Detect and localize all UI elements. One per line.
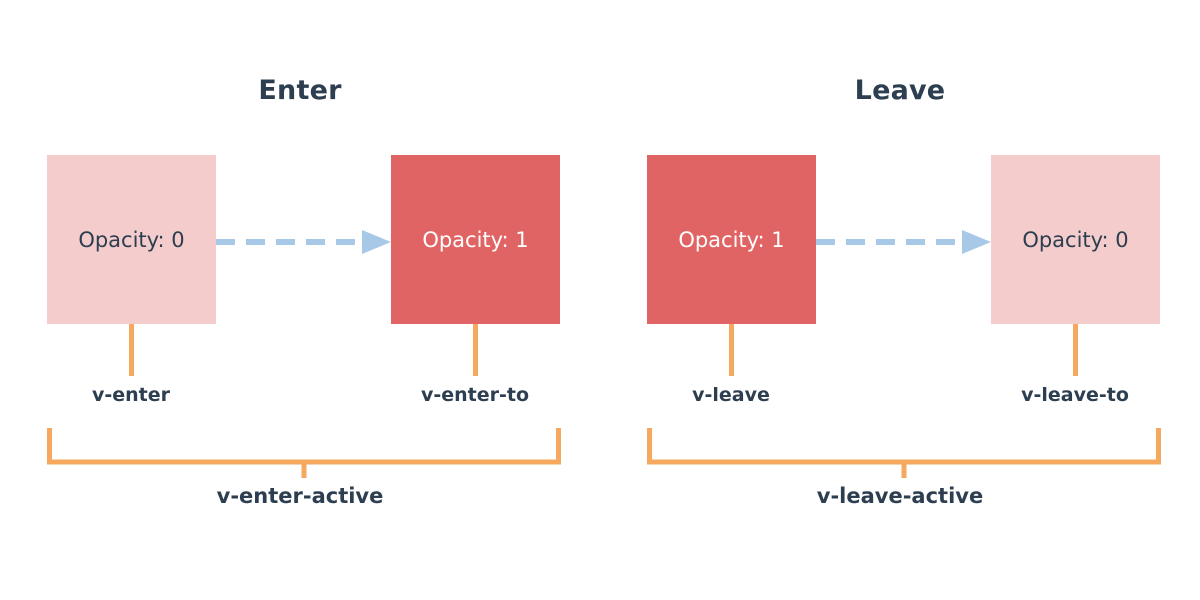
panel-enter: Enter Opacity: 0 Opacity: 1 v-enter v-en…	[44, 75, 564, 508]
enter-from-tick	[129, 324, 134, 376]
panel-title-leave: Leave	[854, 75, 946, 106]
leave-from-class-label: v-leave	[692, 384, 770, 406]
enter-to-box: Opacity: 1	[391, 155, 560, 324]
leave-from-tick	[729, 324, 734, 376]
enter-active-bracket	[44, 426, 564, 482]
enter-to-class-label: v-enter-to	[420, 384, 530, 406]
panel-leave: Leave Opacity: 1 Opacity: 0 v-leave v-le…	[600, 0, 1200, 600]
panel-title-enter: Enter	[258, 75, 342, 106]
leave-to-box-label: Opacity: 0	[1022, 227, 1129, 252]
leave-to-box: Opacity: 0	[991, 155, 1160, 324]
leave-to-class-label: v-leave-to	[1021, 384, 1129, 406]
enter-active-class-label: v-enter-active	[216, 484, 384, 508]
leave-to-tick	[1073, 324, 1078, 376]
leave-active-bracket	[644, 426, 1164, 482]
leave-active-class-label: v-leave-active	[816, 484, 984, 508]
leave-from-box-label: Opacity: 1	[678, 227, 785, 252]
dashed-arrow-right-icon	[216, 230, 391, 254]
dashed-arrow-right-icon	[816, 230, 991, 254]
enter-from-box: Opacity: 0	[47, 155, 216, 324]
enter-to-tick	[473, 324, 478, 376]
enter-from-box-label: Opacity: 0	[78, 227, 185, 252]
enter-to-box-label: Opacity: 1	[422, 227, 529, 252]
enter-from-class-label: v-enter	[91, 384, 171, 406]
leave-from-box: Opacity: 1	[647, 155, 816, 324]
